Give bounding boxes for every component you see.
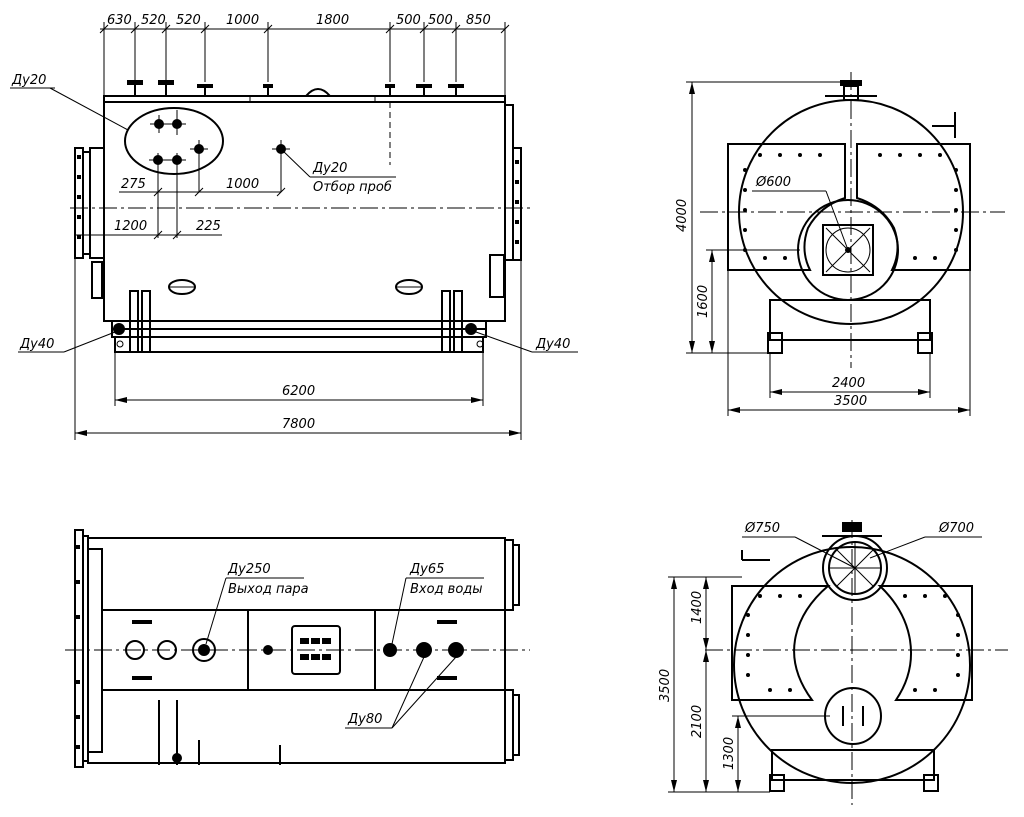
dim-1000: 1000 — [226, 177, 259, 192]
label-water-in: Вход воды — [410, 582, 483, 597]
dim-500-a: 500 — [396, 13, 421, 28]
front-end-view: Ø600 4000 1600 2400 3500 — [675, 72, 1005, 416]
label-du250: Ду250 — [227, 562, 271, 577]
dim-1000-top: 1000 — [226, 13, 259, 28]
side-elevation-view: 630 520 520 1000 1800 500 500 850 — [10, 13, 578, 440]
dim-d600: Ø600 — [755, 175, 791, 190]
dim-1800: 1800 — [316, 13, 349, 28]
dim-2400: 2400 — [832, 376, 865, 391]
plan-view: Ду250 Выход пара Ду65 Вход воды Ду80 — [65, 529, 530, 768]
dim-2100: 2100 — [690, 705, 705, 738]
dim-1600: 1600 — [696, 285, 711, 318]
dim-1200: 1200 — [114, 219, 147, 234]
dim-225: 225 — [196, 219, 221, 234]
label-du40-left: Ду40 — [19, 337, 54, 352]
dim-500-b: 500 — [428, 13, 453, 28]
plan-nozzles — [125, 620, 464, 680]
label-du20-side: Ду20 — [312, 161, 347, 176]
dim-850: 850 — [466, 13, 491, 28]
dim-d700: Ø700 — [938, 521, 974, 536]
label-du65: Ду65 — [409, 562, 444, 577]
dim-520-a: 520 — [141, 13, 166, 28]
dim-1400: 1400 — [690, 591, 705, 624]
dim-3500-w: 3500 — [834, 394, 867, 409]
top-nozzles — [127, 80, 464, 97]
dim-6200: 6200 — [282, 384, 315, 399]
label-du20-top: Ду20 — [11, 73, 46, 88]
dim-1300: 1300 — [722, 737, 737, 770]
label-steam-out: Выход пара — [228, 582, 309, 597]
dim-7800: 7800 — [282, 417, 315, 432]
dim-275: 275 — [121, 177, 146, 192]
label-sampling: Отбор проб — [313, 180, 392, 195]
dim-520-b: 520 — [176, 13, 201, 28]
label-du40-right: Ду40 — [535, 337, 570, 352]
dim-d750: Ø750 — [744, 521, 780, 536]
rear-end-view: Ø750 Ø700 3500 1400 2100 1300 — [658, 520, 1008, 805]
label-du80: Ду80 — [347, 712, 382, 727]
handholes — [168, 279, 423, 295]
dim-630: 630 — [107, 13, 132, 28]
dim-3500-h: 3500 — [658, 669, 673, 702]
dim-4000: 4000 — [675, 199, 690, 232]
